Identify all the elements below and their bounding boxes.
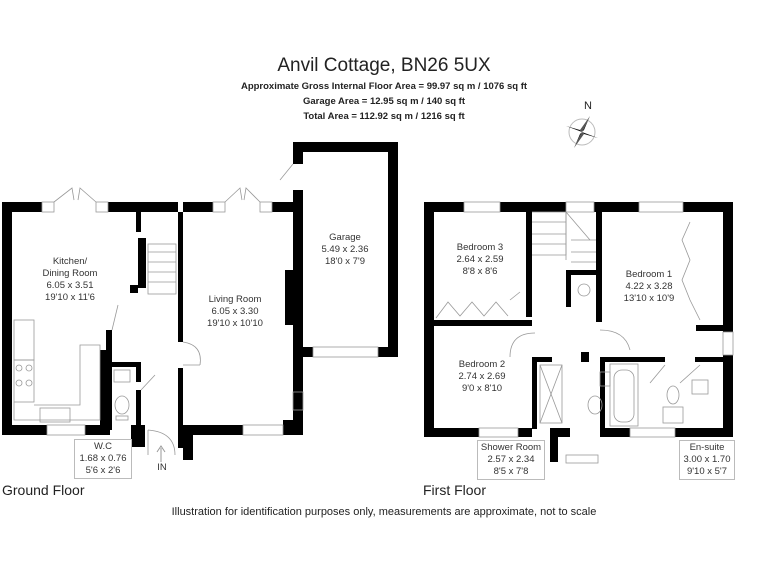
- room-name: Bedroom 3: [456, 242, 504, 253]
- total-area: Total Area = 112.92 sq m / 1216 sq ft: [303, 111, 465, 122]
- compass-north-label: N: [584, 100, 592, 112]
- room-metric: 2.74 x 2.69: [458, 371, 506, 382]
- ground-floor-label: Ground Floor: [2, 482, 85, 498]
- compass-rose-icon: [566, 116, 598, 148]
- room-metric: 3.00 x 1.70: [683, 454, 731, 465]
- room-label-bedroom-1: Bedroom 1 4.22 x 3.28 13'10 x 10'9: [612, 269, 686, 305]
- room-label-en-suite: En-suite 3.00 x 1.70 9'10 x 5'7: [679, 440, 735, 480]
- room-label-living-room: Living Room 6.05 x 3.30 19'10 x 10'10: [190, 294, 280, 330]
- page-title: Anvil Cottage, BN26 5UX: [277, 55, 491, 76]
- room-name: Garage: [329, 232, 361, 243]
- gross-internal-area: Approximate Gross Internal Floor Area = …: [240, 81, 528, 92]
- room-imperial: 8'8 x 8'6: [462, 266, 498, 277]
- room-name: W.C: [94, 441, 112, 452]
- entrance-label: IN: [157, 462, 167, 473]
- room-label-bedroom-2: Bedroom 2 2.74 x 2.69 9'0 x 8'10: [446, 359, 518, 395]
- room-metric: 6.05 x 3.30: [211, 306, 259, 317]
- room-metric: 2.64 x 2.59: [456, 254, 504, 265]
- room-imperial: 9'0 x 8'10: [461, 383, 503, 394]
- room-label-garage: Garage 5.49 x 2.36 18'0 x 7'9: [305, 232, 385, 268]
- room-imperial: 8'5 x 7'8: [493, 466, 529, 477]
- room-imperial: 13'10 x 10'9: [623, 293, 675, 304]
- room-name: Shower Room: [480, 442, 542, 453]
- garage-area: Garage Area = 12.95 sq m / 140 sq ft: [302, 96, 466, 107]
- room-metric: 5.49 x 2.36: [321, 244, 369, 255]
- first-floor-label: First Floor: [423, 482, 486, 498]
- room-label-bedroom-3: Bedroom 3 2.64 x 2.59 8'8 x 8'6: [444, 242, 516, 278]
- room-name: Bedroom 1: [625, 269, 673, 280]
- ground-floor-plan: [2, 142, 398, 462]
- room-label-shower-room: Shower Room 2.57 x 2.34 8'5 x 7'8: [477, 440, 545, 480]
- room-name-2: Dining Room: [42, 268, 98, 279]
- room-imperial: 19'10 x 11'6: [45, 292, 95, 303]
- room-metric: 1.68 x 0.76: [79, 453, 127, 464]
- room-label-wc: W.C 1.68 x 0.76 5'6 x 2'6: [74, 439, 132, 479]
- disclaimer: Illustration for identification purposes…: [171, 506, 597, 518]
- room-imperial: 5'6 x 2'6: [85, 465, 121, 476]
- room-metric: 2.57 x 2.34: [487, 454, 535, 465]
- room-imperial: 9'10 x 5'7: [686, 466, 728, 477]
- room-name: En-suite: [689, 442, 725, 453]
- room-imperial: 18'0 x 7'9: [324, 256, 366, 267]
- room-name: Bedroom 2: [458, 359, 506, 370]
- first-floor-plan: [424, 201, 734, 464]
- room-metric: 6.05 x 3.51: [46, 280, 94, 291]
- room-metric: 4.22 x 3.28: [625, 281, 673, 292]
- room-label-kitchen-dining: Kitchen/ Dining Room 6.05 x 3.51 19'10 x…: [20, 256, 120, 304]
- room-imperial: 19'10 x 10'10: [207, 318, 263, 329]
- room-name: Kitchen/: [52, 256, 88, 267]
- room-name: Living Room: [208, 294, 262, 305]
- compass: N: [562, 100, 602, 152]
